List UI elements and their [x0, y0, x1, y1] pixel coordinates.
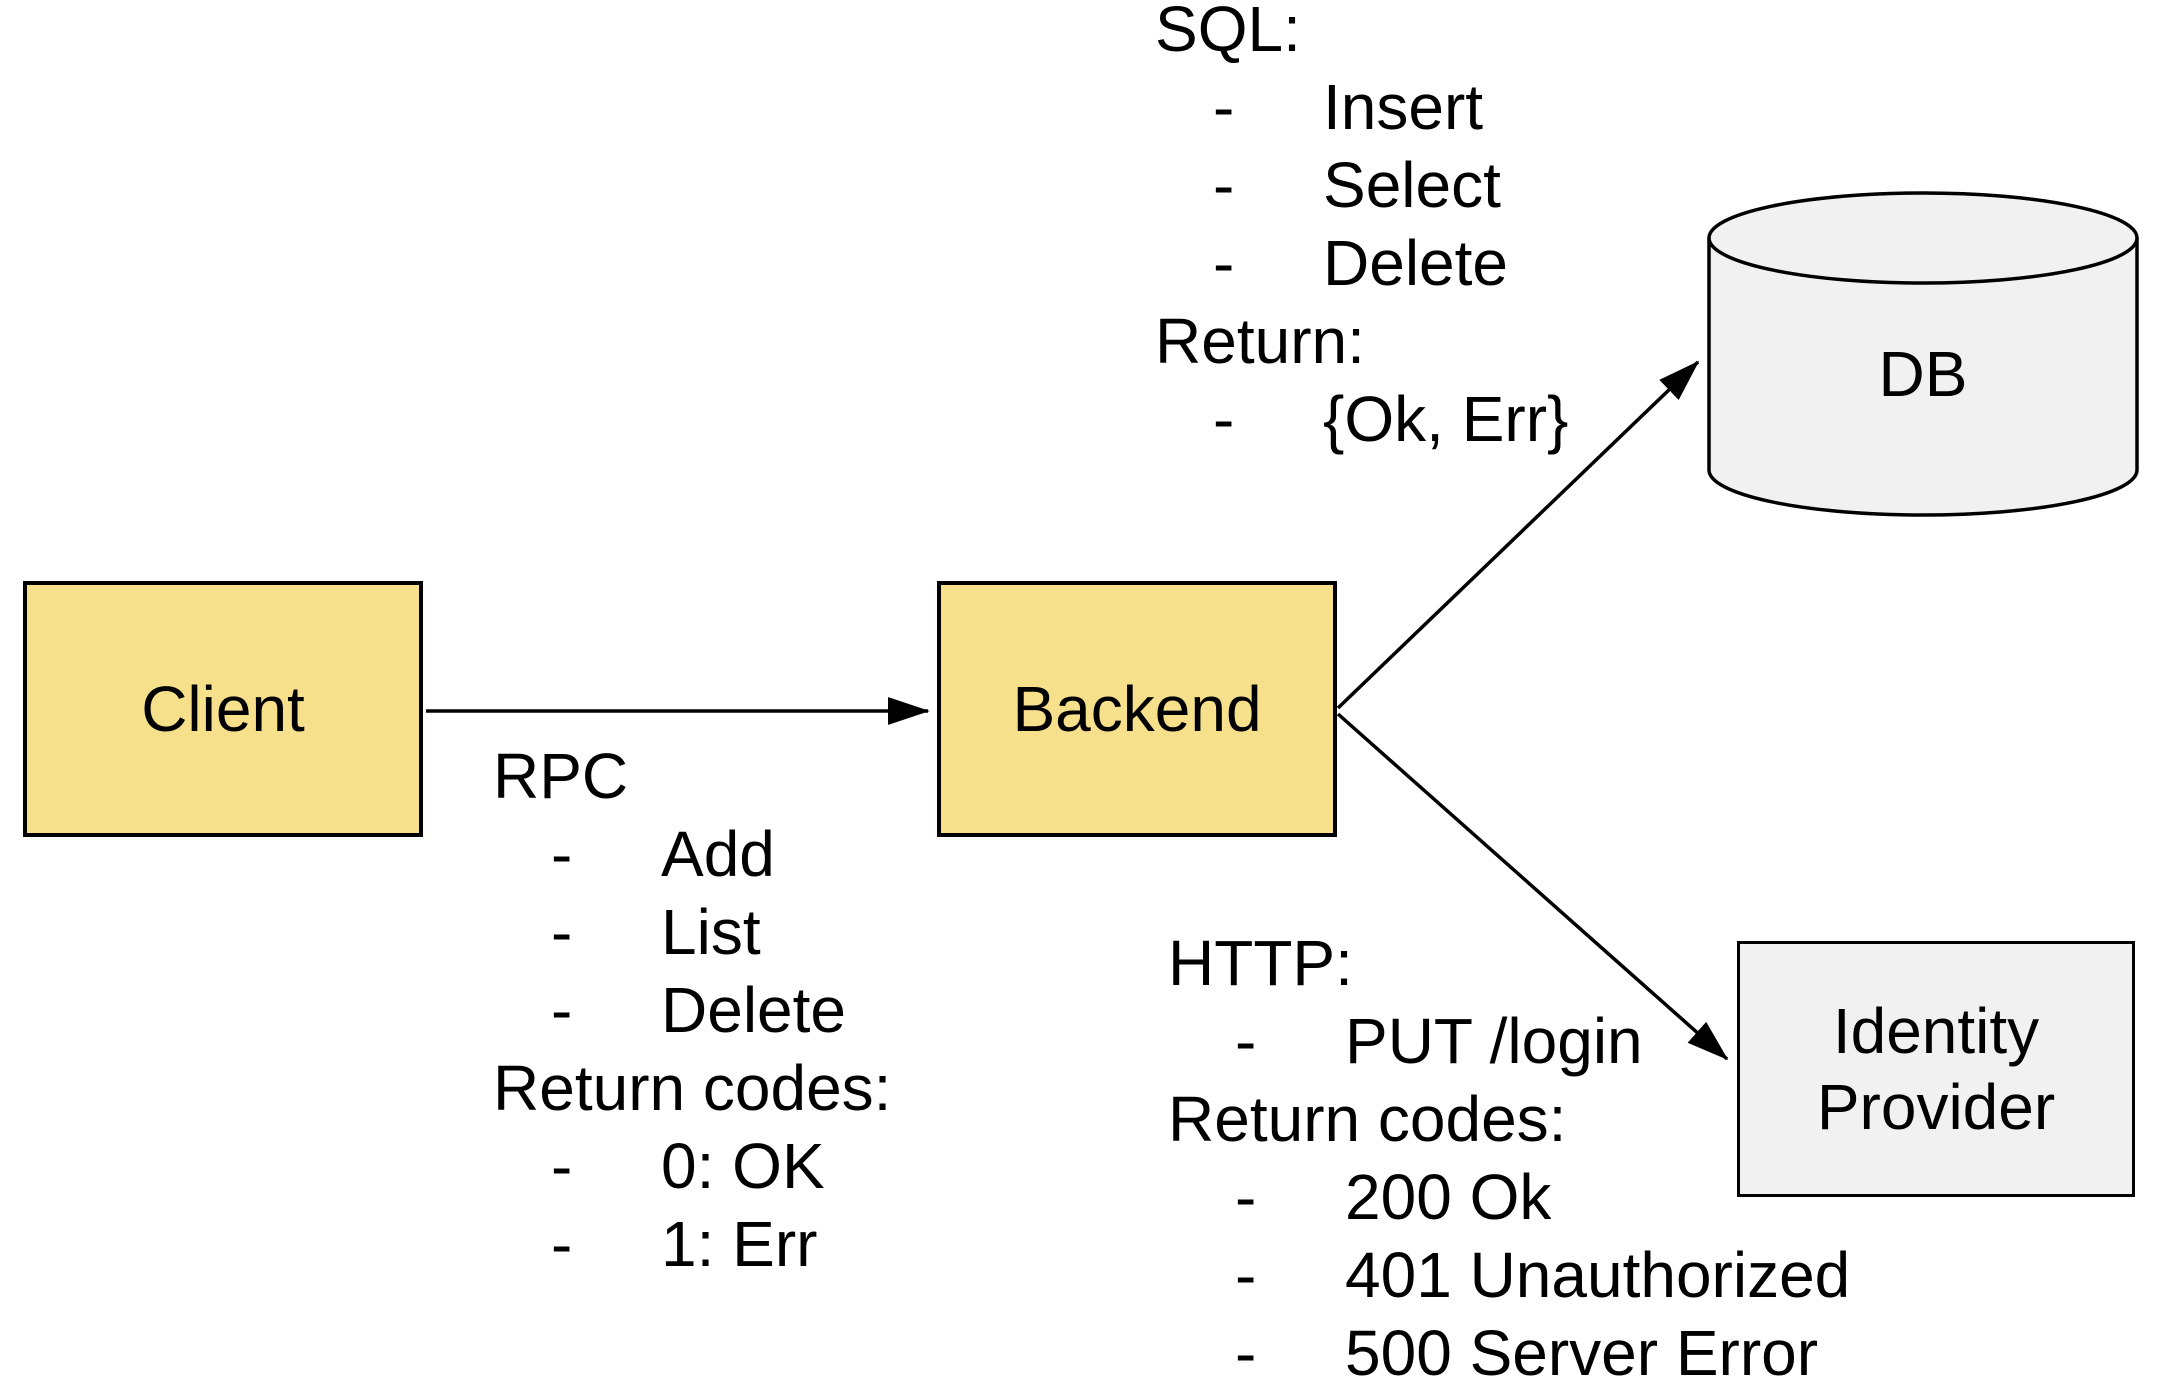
annotation-line: - Insert: [1155, 68, 1483, 146]
annotation-line: - Delete: [1155, 224, 1508, 302]
annotation-line: - {Ok, Err}: [1155, 380, 1568, 458]
edge-backend-identity-provider: [1336, 712, 1729, 1061]
annotation-line: RPC: [493, 737, 891, 815]
node-backend-label: Backend: [1012, 673, 1262, 745]
annotation-item-text: Insert: [1323, 71, 1484, 143]
annotation-line: - 1: Err: [493, 1205, 891, 1283]
db-cylinder-shape: [1707, 191, 2139, 517]
annotation-header-text: Return codes:: [1168, 1083, 1567, 1155]
bullet-hyphen: -: [551, 818, 573, 890]
annotation-line: Return:: [1155, 302, 1365, 380]
node-client-label: Client: [141, 673, 305, 745]
bullet-hyphen: -: [1213, 71, 1235, 143]
annotation-line: - 500 Server Error: [1168, 1314, 1818, 1392]
annotation-item-text: Select: [1323, 149, 1501, 221]
annotation-item-text: Add: [661, 818, 775, 890]
annotation-header-text: RPC: [493, 740, 629, 812]
bullet-hyphen: -: [1235, 1161, 1257, 1233]
annotation-header-text: Return:: [1155, 305, 1365, 377]
annotation-item-text: 1: Err: [661, 1208, 818, 1280]
annotation-item-text: PUT /login: [1345, 1005, 1643, 1077]
annotation-line: - List: [493, 893, 891, 971]
annotation-item-text: 500 Server Error: [1345, 1317, 1819, 1389]
bullet-hyphen: -: [551, 1130, 573, 1202]
bullet-hyphen: -: [551, 974, 573, 1046]
annotation-line: - 200 Ok: [1168, 1158, 1566, 1236]
annotation-line: - 401 Unauthorized: [1168, 1236, 1850, 1314]
annotation-line: - Delete: [493, 971, 891, 1049]
bullet-hyphen: -: [551, 896, 573, 968]
node-db-label: DB: [1709, 335, 2137, 413]
node-identity-provider-label: Identity Provider: [1817, 993, 2055, 1145]
db-cylinder-top: [1707, 191, 2139, 285]
node-identity-provider: Identity Provider: [1737, 941, 2135, 1197]
annotation-item-text: Delete: [1323, 227, 1508, 299]
annotation-line: Return codes:: [493, 1049, 891, 1127]
annotation-line: - Add: [493, 815, 891, 893]
bullet-hyphen: -: [1213, 227, 1235, 299]
identity-provider-label-line1: Identity: [1832, 995, 2040, 1067]
annotation-item-text: Delete: [661, 974, 846, 1046]
bullet-hyphen: -: [1235, 1317, 1257, 1389]
node-client: Client: [23, 581, 423, 837]
annotation-line: - PUT /login: [1168, 1002, 1643, 1080]
identity-provider-label-line2: Provider: [1816, 1071, 2056, 1143]
bullet-hyphen: -: [1235, 1005, 1257, 1077]
edge-backend-db: [1336, 360, 1700, 710]
annotation-line: SQL:: [1155, 0, 1365, 68]
annotation-item-text: {Ok, Err}: [1323, 383, 1569, 455]
db-label-text: DB: [1878, 338, 1968, 410]
annotation-header-text: HTTP:: [1168, 927, 1353, 999]
bullet-hyphen: -: [1213, 149, 1235, 221]
annotation-line: Return codes:: [1168, 1080, 1566, 1158]
annotation-line: - Select: [1155, 146, 1501, 224]
annotation-item-text: 401 Unauthorized: [1345, 1239, 1851, 1311]
annotation-line: - 0: OK: [493, 1127, 891, 1205]
bullet-hyphen: -: [1213, 383, 1235, 455]
node-backend: Backend: [937, 581, 1337, 837]
bullet-hyphen: -: [1235, 1239, 1257, 1311]
db-cylinder-body: [1707, 238, 2139, 517]
annotation-item-text: List: [661, 896, 761, 968]
annotation-line: HTTP:: [1168, 924, 1566, 1002]
bullet-hyphen: -: [551, 1208, 573, 1280]
annotation-header-text: Return codes:: [493, 1052, 892, 1124]
annotation-header-text: SQL:: [1155, 0, 1301, 65]
annotation-item-text: 0: OK: [661, 1130, 825, 1202]
annotation-item-text: 200 Ok: [1345, 1161, 1552, 1233]
